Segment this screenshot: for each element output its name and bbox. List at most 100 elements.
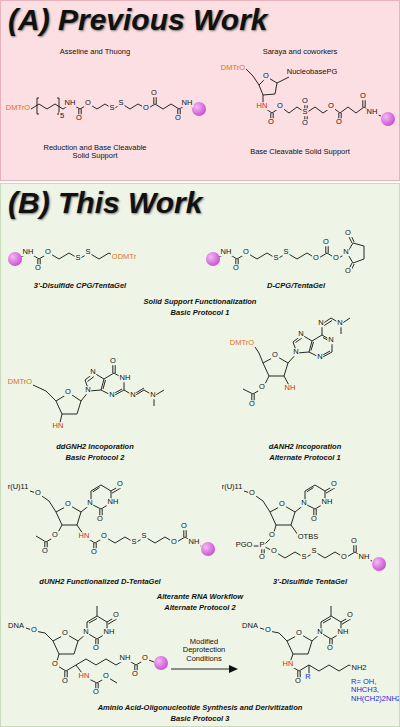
atom-label: N bbox=[82, 628, 89, 636]
bond-lines bbox=[31, 95, 192, 118]
atom-label: O bbox=[278, 500, 286, 508]
atom-label: DNA bbox=[7, 622, 25, 630]
atom-label: O bbox=[174, 114, 182, 122]
panel-heading: (A) Previous Work bbox=[8, 3, 268, 38]
atom-label: O bbox=[30, 626, 38, 634]
atom-label: NH bbox=[358, 553, 371, 561]
atom-label: O bbox=[312, 254, 320, 262]
atom-label: N bbox=[129, 391, 136, 399]
amine-label: HN bbox=[78, 672, 91, 680]
atom-label: r(U)11 bbox=[221, 483, 244, 491]
atom-label: S bbox=[108, 104, 115, 112]
caption-text: dANH2 Incoporation bbox=[269, 443, 342, 451]
atom-label: O bbox=[112, 611, 120, 619]
atom-label: S bbox=[301, 108, 308, 116]
reaction-arrow bbox=[171, 669, 230, 670]
atom-label: S bbox=[300, 553, 307, 561]
atom-label: O bbox=[109, 357, 117, 365]
panel-heading: (B) This Work bbox=[8, 186, 202, 221]
atom-label: O bbox=[100, 532, 108, 540]
atom-label: OTBS bbox=[297, 533, 319, 541]
amine-label: HN bbox=[78, 532, 91, 540]
atom-label: O bbox=[344, 267, 352, 275]
r-group-note: R= OH, NHCH3, NH(CH2)2NH2 bbox=[351, 678, 397, 703]
atom-label: DNA bbox=[241, 622, 259, 630]
atom-label: O bbox=[301, 119, 309, 127]
atom-label: P bbox=[258, 541, 265, 549]
atom-label: NH bbox=[337, 628, 350, 636]
caption-text: Aminio Acid-Oligonucleotide Synthesis an… bbox=[98, 704, 303, 712]
atom-label: O bbox=[248, 489, 256, 497]
atom-label: O bbox=[90, 548, 98, 556]
atom-label: N bbox=[149, 391, 156, 399]
solid-support-bead bbox=[381, 112, 395, 126]
atom-label: O bbox=[327, 102, 335, 110]
atom-label: S bbox=[272, 254, 279, 262]
solid-support-bead bbox=[201, 542, 215, 556]
atom-label: O bbox=[75, 114, 83, 122]
solid-support-bead bbox=[8, 252, 22, 266]
amine-label: HN bbox=[256, 102, 269, 110]
atom-label: O bbox=[322, 238, 330, 246]
atom-label: S bbox=[74, 254, 81, 262]
caption-text: Basic Protocol 3 bbox=[171, 715, 230, 723]
caption-text: ddGNH2 Incoporation bbox=[56, 443, 134, 451]
atom-label: NH bbox=[119, 374, 132, 382]
atom-label: N bbox=[317, 319, 324, 327]
atom-label: N bbox=[336, 319, 343, 327]
atom-label: O bbox=[242, 248, 250, 256]
note-text: Base Cleavable Solid Support bbox=[250, 148, 350, 156]
atom-label: NH bbox=[181, 99, 194, 107]
atom-label: O bbox=[170, 538, 178, 546]
atom-label: S bbox=[84, 248, 91, 256]
bond-lines bbox=[219, 234, 364, 272]
atom-label: O bbox=[270, 547, 278, 555]
atom-label: O bbox=[332, 254, 340, 262]
caption-text: 3'-Disulfide TentaGel bbox=[273, 578, 347, 586]
atom-label: N bbox=[297, 330, 304, 338]
atom-label: O bbox=[116, 480, 124, 488]
atom-label: NH bbox=[366, 108, 379, 116]
caption-text: Alternate Protocol 1 bbox=[269, 454, 340, 462]
atom-label: O bbox=[276, 102, 284, 110]
atom-label: O bbox=[61, 629, 69, 637]
note-text: Saraya and coworkers bbox=[263, 48, 338, 56]
atom-label: O bbox=[131, 670, 139, 678]
protecting-group-label: DMTrO bbox=[229, 339, 255, 347]
caption-text: Alterante RNA Workflow bbox=[157, 593, 243, 601]
caption-text: D-CPG/TentaGel bbox=[267, 282, 325, 290]
atom-label: O bbox=[258, 553, 266, 561]
atom-label: O bbox=[141, 654, 149, 662]
atom-label: NH2 bbox=[350, 664, 367, 672]
caption-text: Basic Protocol 2 bbox=[66, 454, 125, 462]
atom-label: O bbox=[248, 400, 256, 408]
panel: (B) This WorkNHOOSSODMTrNHOOSSOOONOO3'-D… bbox=[0, 183, 400, 727]
bond-lines bbox=[244, 485, 372, 561]
atom-label: N bbox=[300, 499, 307, 507]
atom-label: O bbox=[340, 553, 348, 561]
caption-text: Alternate Protocol 2 bbox=[164, 604, 235, 612]
protecting-group-label: DMTrO bbox=[5, 104, 31, 112]
atom-label: NH bbox=[119, 654, 132, 662]
atom-label: N bbox=[89, 368, 96, 376]
atom-label: NH bbox=[321, 498, 334, 506]
bond-lines bbox=[33, 363, 164, 427]
atom-label: O bbox=[335, 118, 343, 126]
caption-text: Solid Support Functionalization bbox=[144, 298, 257, 306]
atom-label: O bbox=[41, 547, 49, 555]
atom-label: O bbox=[350, 537, 358, 545]
atom-label: S bbox=[130, 538, 137, 546]
atom-label: O bbox=[326, 644, 334, 652]
atom-label: N bbox=[342, 248, 349, 256]
atom-label: O bbox=[92, 644, 100, 652]
bond-lines bbox=[243, 318, 350, 404]
atom-label: N bbox=[316, 353, 323, 361]
atom-label: O bbox=[359, 92, 367, 100]
atom-label: S bbox=[282, 248, 289, 256]
atom-label: O bbox=[295, 629, 303, 637]
solid-support-bead bbox=[206, 252, 220, 266]
atom-label: O bbox=[102, 672, 110, 680]
caption-text: 3'-Disulfide CPG/TentaGel bbox=[34, 282, 126, 290]
atom-label: O bbox=[271, 351, 279, 359]
